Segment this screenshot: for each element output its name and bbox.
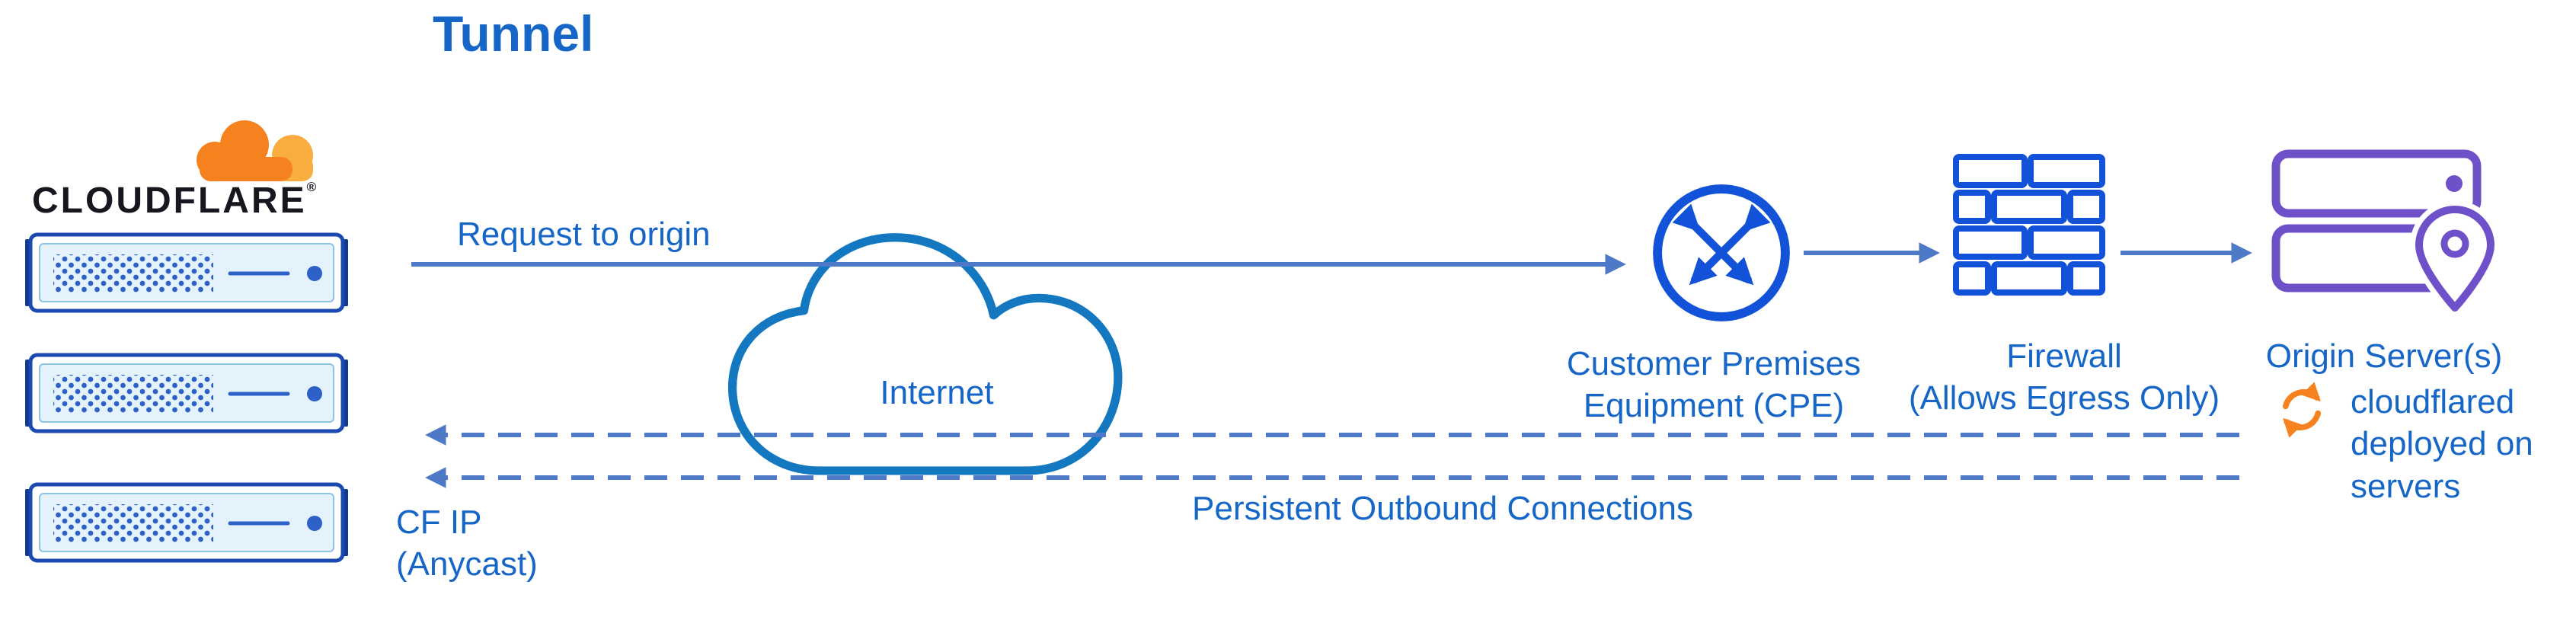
location-pin-icon (2415, 206, 2495, 312)
request-to-origin-label: Request to origin (457, 216, 711, 253)
origin-servers-icon (2271, 149, 2498, 312)
firewall-label: Firewall (Allows Egress Only) (1889, 335, 2239, 420)
cf-ip-line1: CF IP (396, 504, 482, 541)
cloudflare-wordmark: CLOUDFLARE® (32, 180, 316, 222)
firewall-icon (1953, 154, 2105, 296)
cloudflared-label: cloudflared deployed on servers (2351, 383, 2533, 505)
persistent-outbound-label: Persistent Outbound Connections (1192, 490, 1693, 527)
edge-server-icon (23, 232, 350, 314)
cf-ip-label: CF IP (Anycast) (396, 501, 538, 586)
edge-server-icon (23, 481, 350, 564)
cpe-label-line1: Customer Premises (1566, 345, 1862, 382)
diagram-title: Tunnel (433, 5, 594, 62)
cloudflare-cloud-icon (197, 120, 313, 181)
cloudflare-wordmark-text: CLOUDFLARE (32, 181, 307, 221)
firewall-label-line1: Firewall (2006, 337, 2122, 375)
registered-mark: ® (306, 180, 317, 194)
edge-server-icon (23, 352, 350, 434)
firewall-label-line2: (Allows Egress Only) (1908, 379, 2220, 417)
origin-label: Origin Server(s) (2265, 337, 2503, 375)
cloudflared-sync-icon (2282, 382, 2322, 438)
cpe-label-line2: Equipment (CPE) (1583, 387, 1845, 425)
internet-cloud-icon (727, 233, 1123, 475)
internet-label: Internet (880, 374, 994, 411)
cf-ip-line2: (Anycast) (396, 545, 538, 583)
cpe-router-icon (1653, 184, 1790, 321)
